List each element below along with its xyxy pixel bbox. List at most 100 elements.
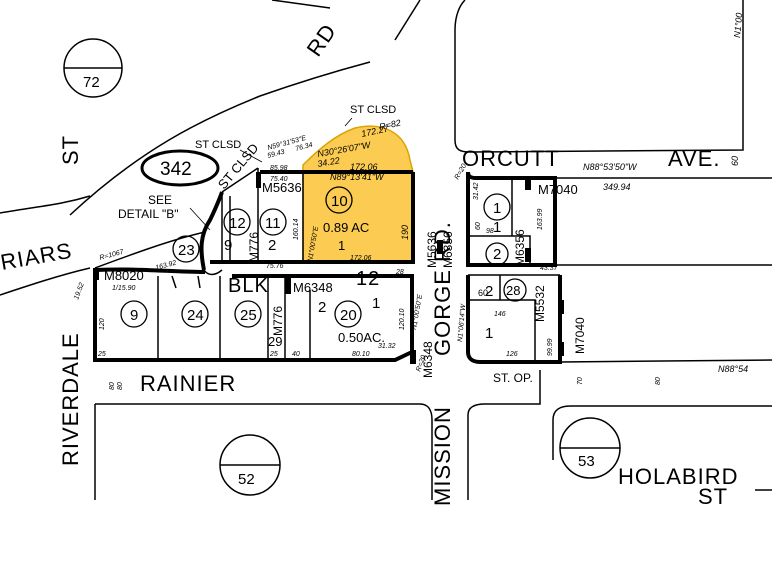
lot-2-c: 2 bbox=[485, 283, 493, 300]
m6356-v: M6356 bbox=[441, 231, 455, 268]
m6348-bar bbox=[285, 278, 291, 294]
parcel-1-right[interactable]: 1 bbox=[493, 200, 501, 217]
page-53: 53 bbox=[578, 453, 595, 470]
dim-76-34: 76.34 bbox=[295, 142, 314, 153]
page-342-ellipse bbox=[140, 149, 220, 187]
street-gorge-rd: GORGE RD. bbox=[430, 221, 455, 356]
m6356-r-bar bbox=[525, 248, 531, 262]
dim-80-right: 80 bbox=[655, 377, 662, 385]
m8020: M8020 bbox=[104, 268, 144, 283]
street-rainier: RAINIER bbox=[140, 371, 236, 396]
dim-25-left: 25 bbox=[97, 351, 106, 358]
st-clsd-label-2: ST CLSD bbox=[195, 139, 241, 151]
parcel-28[interactable]: 28 bbox=[506, 283, 520, 298]
lot-numbers: 9 2 2 1 29 1 2 1 60 bbox=[224, 219, 501, 349]
parcel-1-right-circle bbox=[483, 193, 511, 221]
parcel-28-circle bbox=[503, 278, 527, 302]
m5532: M5532 bbox=[533, 285, 547, 322]
east-block-boundaries bbox=[466, 171, 772, 364]
street-edges bbox=[0, 0, 772, 500]
dim-r82: R=82 bbox=[378, 118, 401, 132]
st-clsd-diag-a bbox=[221, 167, 259, 193]
page-circles bbox=[63, 38, 621, 496]
parcel-25[interactable]: 25 bbox=[240, 307, 257, 324]
dim-98: 98 bbox=[486, 228, 494, 235]
parcel-10[interactable]: 10 bbox=[331, 193, 348, 210]
dim-75-76: 75.76 bbox=[266, 263, 284, 270]
mission-right-edge bbox=[467, 370, 541, 500]
street-holabird-st: ST bbox=[698, 484, 728, 509]
parcel-20[interactable]: 20 bbox=[340, 307, 357, 324]
bearing-n1-top: N1°00 bbox=[732, 12, 744, 38]
riars-edge-top bbox=[0, 195, 91, 214]
lot-1-c: 1 bbox=[485, 325, 493, 342]
parcel-24[interactable]: 24 bbox=[187, 307, 204, 324]
see-leader bbox=[189, 207, 211, 231]
parcel-9-circle bbox=[120, 300, 148, 328]
page-342: 342 bbox=[160, 159, 192, 180]
east-lower-lots bbox=[468, 274, 560, 362]
st-clsd-leader-1 bbox=[344, 117, 353, 127]
street-mission: MISSION bbox=[430, 406, 455, 506]
m776-b: M776 bbox=[271, 306, 285, 336]
riars-edge-bottom bbox=[0, 267, 91, 296]
parcel-23-top bbox=[94, 231, 206, 269]
dim-70: 70 bbox=[577, 377, 584, 385]
south-block-top-right bbox=[232, 274, 414, 352]
m6356-r: M6356 bbox=[513, 229, 527, 266]
acreage-10: 0.89 AC bbox=[323, 220, 369, 235]
lot-60: 60 bbox=[478, 288, 488, 298]
block-number: 12 bbox=[356, 268, 380, 290]
dim-75-40: 75.40 bbox=[270, 176, 288, 183]
dimensions: 172.27 R=82 N59°31'53"E 59.43 76.34 N30°… bbox=[73, 12, 748, 390]
rainier-edge-bottom bbox=[95, 403, 433, 500]
map-codes: M5636 M8020 M6348 M776 M776 M5636 M6356 … bbox=[104, 180, 587, 378]
block-label: BLK bbox=[228, 275, 269, 297]
street-orcutt: ORCUTT bbox=[462, 146, 560, 171]
dim-115-90: 1/15.90 bbox=[112, 285, 135, 292]
dim-349-94: 349.94 bbox=[603, 182, 631, 192]
m6348-v-bar bbox=[410, 350, 416, 364]
east-far-bottom bbox=[559, 359, 772, 363]
parcel-23[interactable]: 23 bbox=[178, 242, 195, 259]
parcel-9[interactable]: 9 bbox=[130, 307, 138, 324]
dim-126: 126 bbox=[506, 351, 518, 358]
m776-a: M776 bbox=[247, 232, 261, 262]
block-12-boundaries bbox=[94, 167, 415, 276]
dim-190: 190 bbox=[400, 225, 410, 240]
parcel-25-circle bbox=[234, 300, 262, 328]
m6348-mid: M6348 bbox=[293, 280, 333, 295]
acreage-20: 0.50AC. bbox=[338, 330, 385, 345]
detail-b-bottom bbox=[203, 269, 223, 276]
parcel-2-right[interactable]: 2 bbox=[493, 246, 501, 263]
m6356-v-bar bbox=[437, 240, 443, 254]
dim-80-10: 80.10 bbox=[352, 351, 370, 358]
m8020-bar bbox=[93, 268, 99, 280]
bearing-n88-holabird: N88°54 bbox=[718, 364, 748, 374]
street-ave: AVE. bbox=[668, 146, 721, 171]
dim-60-right: 60 bbox=[475, 222, 482, 230]
dim-80: 80 bbox=[109, 382, 116, 390]
see-label: SEE bbox=[148, 193, 172, 207]
m7040-h: M7040 bbox=[538, 182, 578, 197]
parcel-11[interactable]: 11 bbox=[265, 215, 281, 232]
detail-b-label: DETAIL "B" bbox=[118, 207, 179, 221]
south-block-outline bbox=[93, 270, 413, 362]
street-rd: RD bbox=[302, 19, 342, 61]
east-lower-outline bbox=[466, 275, 562, 364]
dim-19-52: 19.52 bbox=[73, 282, 86, 301]
south-block-top bbox=[94, 267, 206, 274]
lot-2-b: 2 bbox=[318, 299, 326, 316]
street-riars: RIARS bbox=[0, 238, 74, 275]
detail-b-curve bbox=[199, 191, 224, 271]
parcel-10-highlight[interactable] bbox=[302, 125, 414, 263]
m7040-v: M7040 bbox=[573, 317, 587, 354]
street-st-left: ST bbox=[58, 135, 83, 165]
south-lot-ticks bbox=[171, 275, 201, 289]
dim-31-32: 31.32 bbox=[378, 343, 396, 350]
parcel-12[interactable]: 12 bbox=[229, 215, 246, 232]
south-block-boundaries bbox=[93, 267, 414, 362]
m7040-bar bbox=[525, 176, 531, 190]
